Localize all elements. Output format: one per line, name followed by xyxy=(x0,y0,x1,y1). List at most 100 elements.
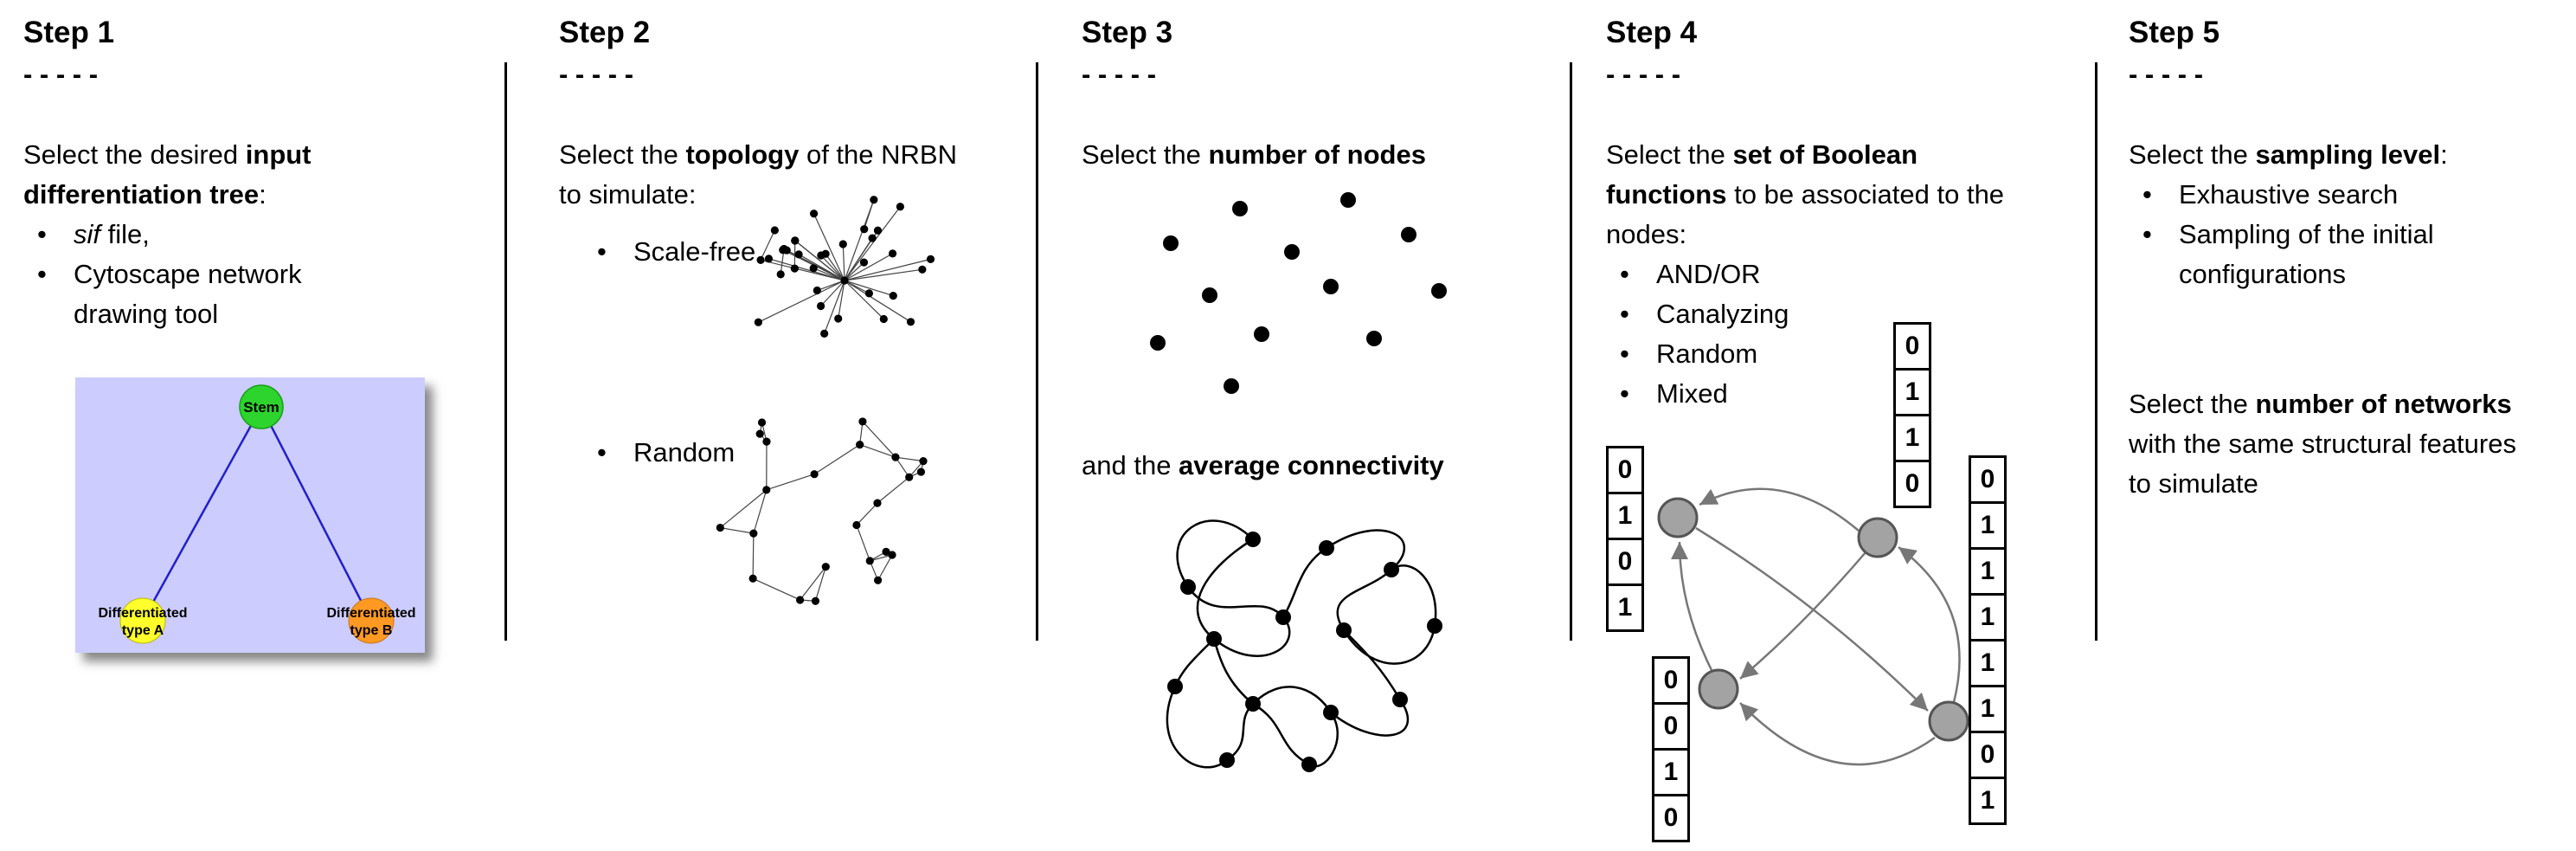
truth-table-cell: 0 xyxy=(1652,794,1690,842)
intro-text: of the NRBN to simulate: xyxy=(559,139,957,210)
truth-table-left: 0 1 0 1 xyxy=(1606,446,1644,632)
step-4-intro: Select the set of Boolean functions to b… xyxy=(1606,135,2039,255)
step-3-title: Step 3 xyxy=(1082,16,1173,49)
intro-text: and the xyxy=(1082,450,1179,480)
truth-table-cell: 1 xyxy=(1606,492,1644,540)
differentiation-tree-figure: Stem Differentiated type A Differentiate… xyxy=(75,377,425,653)
intro-bold: number of nodes xyxy=(1208,139,1426,170)
truth-table-cell: 1 xyxy=(1969,639,2007,687)
truth-table-cell: 1 xyxy=(1969,685,2007,733)
bullet-text: Mixed xyxy=(1656,378,1728,409)
node-dots xyxy=(1150,192,1447,394)
step-4-panel: Step 4 - - - - - Select the set of Boole… xyxy=(1606,16,2073,842)
bullet-text: Scale-free xyxy=(633,236,756,267)
truth-table-cell: 1 xyxy=(1893,414,1931,462)
step-5-intro: Select the sampling level: xyxy=(2129,135,2561,175)
step-3-line1: Select the number of nodes xyxy=(1082,135,1553,175)
intro-bold: set of Boolean functions xyxy=(1606,139,1918,210)
truth-table-cell: 0 xyxy=(1652,656,1690,705)
differentiation-tree-svg: Stem Differentiated type A Differentiate… xyxy=(98,384,416,644)
step-1-options: •sif file, •Cytoscape network drawing to… xyxy=(23,215,387,334)
truth-table-cell: 0 xyxy=(1606,446,1644,494)
bullet-marker: • xyxy=(597,437,607,467)
scale-free-option: • Scale-free xyxy=(583,232,755,272)
list-item: •Random xyxy=(1606,334,2073,374)
step-1-separator: - - - - - xyxy=(23,59,99,89)
step-5-separator: - - - - - xyxy=(2129,59,2204,89)
bullet-text: Canalyzing xyxy=(1656,299,1789,329)
truth-table-cell: 1 xyxy=(1893,368,1931,416)
scale-free-network-figure xyxy=(754,196,935,338)
list-item: •Cytoscape network drawing tool xyxy=(23,255,387,334)
gene-node xyxy=(1657,497,1699,538)
intro-bold: input differentiation tree xyxy=(23,139,312,210)
step-1-intro: Select the desired input differentiation… xyxy=(23,135,439,215)
bullet-text: Exhaustive search xyxy=(2179,179,2399,210)
stem-label: Stem xyxy=(243,399,279,416)
intro-text: with the same structural features to sim… xyxy=(2129,429,2516,499)
truth-table-cell: 0 xyxy=(1969,731,2007,779)
list-item: •AND/OR xyxy=(1606,255,2073,294)
step-5-options: •Exhaustive search •Sampling of the init… xyxy=(2129,175,2572,294)
type-a-node xyxy=(119,597,166,644)
step-4-separator: - - - - - xyxy=(1606,59,1681,89)
step-5-networks-note: Select the number of networks with the s… xyxy=(2129,384,2544,504)
truth-table-cell: 1 xyxy=(1969,593,2007,641)
intro-text: Select the xyxy=(2129,389,2256,419)
connectivity-nodes xyxy=(1167,532,1442,772)
step-5-title: Step 5 xyxy=(2129,16,2220,49)
bullet-text: Random xyxy=(1656,338,1758,369)
gene-node xyxy=(1928,700,1969,742)
bullet-text: file, xyxy=(100,219,150,249)
truth-table-cell: 0 xyxy=(1893,322,1931,371)
list-item: •sif file, xyxy=(23,215,387,255)
tree-edge-left xyxy=(141,406,263,622)
type-b-label-line1: Differentiated xyxy=(326,606,415,621)
boolean-network-arrows xyxy=(1671,487,1961,766)
step-4-title: Step 4 xyxy=(1606,16,1698,49)
truth-table-cell: 1 xyxy=(1969,547,2007,596)
type-a-label-line2: type A xyxy=(122,623,164,638)
intro-text: : xyxy=(2440,139,2448,170)
intro-bold: number of networks xyxy=(2255,389,2512,419)
intro-text: Select the xyxy=(1082,139,1209,170)
truth-table-right: 0 1 1 1 1 1 0 1 xyxy=(1969,455,2007,825)
step-1-title: Step 1 xyxy=(23,16,115,49)
bullet-marker: • xyxy=(597,236,607,267)
random-option: • Random xyxy=(583,433,735,473)
nodes-scatter-figure xyxy=(1150,192,1447,394)
step-2-title: Step 2 xyxy=(559,16,651,49)
truth-table-cell: 0 xyxy=(1893,460,1931,508)
intro-text: Select the desired xyxy=(23,139,246,170)
column-divider xyxy=(504,62,507,641)
truth-table-cell: 1 xyxy=(1969,501,2007,550)
boolean-network-figure xyxy=(1657,487,1969,766)
stem-node xyxy=(239,384,284,429)
truth-table-cell: 0 xyxy=(1606,538,1644,586)
type-b-label-line2: type B xyxy=(350,623,393,638)
truth-table-cell: 1 xyxy=(1652,748,1690,796)
step-4-options: •AND/OR • Canalyzing •Random • Mixed xyxy=(1606,255,2073,414)
connectivity-network-figure xyxy=(1166,519,1442,772)
column-divider xyxy=(1036,62,1038,641)
gene-node xyxy=(1698,668,1739,710)
bullet-text: Random xyxy=(633,437,736,467)
bullet-marker: • xyxy=(1620,259,1629,289)
truth-table-top: 0 1 1 0 xyxy=(1893,322,1931,508)
bullet-marker: • xyxy=(37,259,47,289)
truth-table-cell: 0 xyxy=(1652,702,1690,751)
intro-bold: sampling level xyxy=(2255,139,2441,170)
truth-table-cell: 0 xyxy=(1969,455,2007,504)
intro-text: : xyxy=(259,179,267,210)
step-3-separator: - - - - - xyxy=(1082,59,1157,89)
list-item: •Sampling of the initial configurations xyxy=(2129,215,2572,294)
truth-table-cell: 1 xyxy=(1969,777,2007,825)
bullet-marker: • xyxy=(1620,299,1629,329)
step-2-intro: Select the topology of the NRBN to simul… xyxy=(559,135,983,215)
intro-text: Select the xyxy=(2129,139,2256,170)
intro-text: to be associated to the nodes: xyxy=(1606,179,2005,249)
tree-edge-right xyxy=(260,406,373,622)
truth-table-bottom-left: 0 0 1 0 xyxy=(1652,656,1690,842)
list-item: •Exhaustive search xyxy=(2129,175,2572,215)
